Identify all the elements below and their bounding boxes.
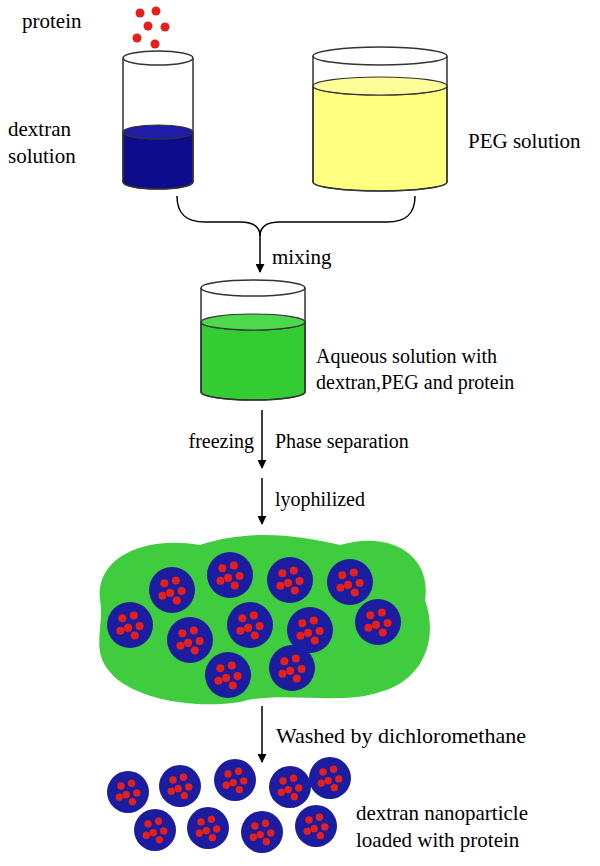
step-label: Phase separation: [275, 428, 409, 454]
step-label: PEG solution: [468, 128, 581, 155]
peg-beaker: [313, 47, 447, 191]
free-particles: [107, 757, 351, 853]
dextran-particle: [214, 759, 256, 801]
dextran-particle: [149, 567, 195, 613]
dextran-particle: [269, 645, 315, 691]
step-label: freezing: [150, 428, 254, 454]
step-label: Aqueous solution with dextran,PEG and pr…: [316, 343, 596, 395]
dextran-particle: [107, 771, 149, 813]
dextran-particle: [267, 557, 313, 603]
matrix-particles: [107, 552, 401, 698]
mixing-brace: [177, 196, 415, 272]
dextran-particle: [241, 811, 283, 853]
dextran-particle: [134, 809, 176, 851]
dextran-particle: [159, 765, 201, 807]
dextran-particle: [187, 807, 229, 849]
dextran-particle: [327, 559, 373, 605]
step-label: protein: [22, 8, 81, 35]
step-label: lyophilized: [275, 486, 365, 512]
dextran-particle: [227, 602, 273, 648]
step-label: Washed by dichloromethane: [276, 722, 526, 751]
dextran-beaker: [123, 51, 193, 189]
protein-dots: [133, 7, 170, 49]
dextran-particle: [167, 617, 213, 663]
step-label: dextran solution: [8, 116, 94, 171]
dextran-particle: [205, 652, 251, 698]
dextran-particle: [269, 766, 311, 808]
peg-matrix: [99, 535, 430, 704]
dextran-particle: [207, 552, 253, 598]
dextran-particle: [355, 599, 401, 645]
dextran-particle: [295, 805, 337, 847]
mixed-beaker: [201, 280, 305, 400]
dextran-particle: [309, 757, 351, 799]
step-label: dextran nanoparticle loaded with protein: [356, 800, 588, 855]
step-label: mixing: [272, 244, 332, 271]
dextran-particle: [107, 602, 153, 648]
